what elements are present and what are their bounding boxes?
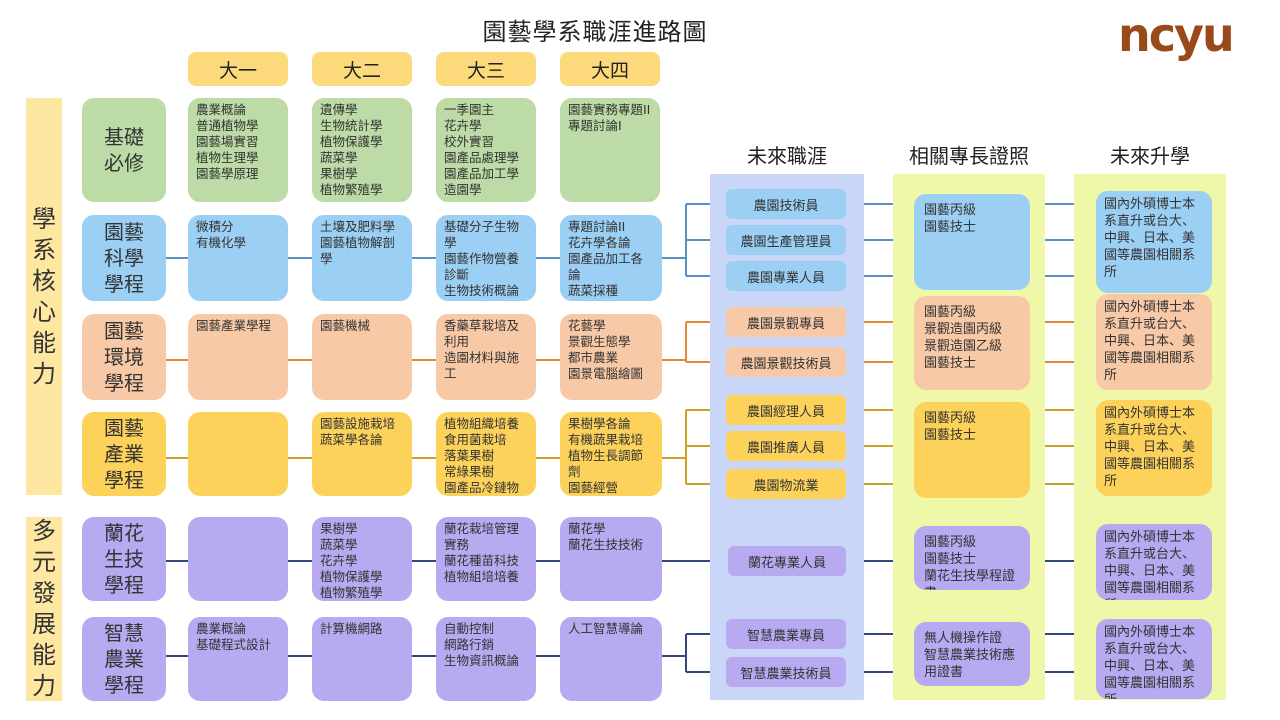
course-smart-year4: 人工智慧導論 (560, 617, 662, 701)
course-basic-year1: 農業概論 普通植物學 園藝場實習 植物生理學 園藝學原理 (188, 98, 288, 202)
study-industry: 國內外碩博士本系直升或台大、中興、日本、美國等農園相關系所 (1096, 400, 1212, 496)
program-industry: 園藝產業學程 (82, 412, 166, 496)
sidebar-core-label: 學系核心能力 (32, 204, 56, 388)
study-smart: 國內外碩博士本系直升或台大、中興、日本、美國等農園相關系所 (1096, 619, 1212, 699)
career-orchid-1: 蘭花專業人員 (728, 546, 846, 576)
program-industry-label: 園藝產業學程 (104, 416, 144, 492)
career-science-1: 農園技術員 (726, 189, 846, 219)
career-industry-1: 農園經理人員 (726, 395, 846, 425)
course-orchid-year3: 蘭花栽培管理實務 蘭花種苗科技 植物組培培養 (436, 517, 536, 601)
program-science: 園藝科學學程 (82, 215, 166, 301)
career-smart-2: 智慧農業技術員 (726, 657, 846, 687)
course-basic-year3: 一季園主 花卉學 校外實習 園產品處理學 園產品加工學 造園學 (436, 98, 536, 202)
course-environment-year3: 香藥草栽培及利用 造園材料與施工 (436, 314, 536, 400)
sidebar-core: 學系核心能力 (26, 98, 62, 495)
course-industry-year4: 果樹學各論 有機蔬果栽培 植物生長調節劑 園藝經營 (560, 412, 662, 496)
course-science-year4: 專題討論II 花卉學各論 園產品加工各論 蔬菜採種 (560, 215, 662, 301)
course-science-year3: 基礎分子生物學 園藝作物營養診斷 生物技術概論 (436, 215, 536, 301)
course-environment-year4: 花藝學 景觀生態學 都市農業 園景電腦繪圖 (560, 314, 662, 400)
cert-orchid: 園藝丙級 園藝技士 蘭花生技學程證書 (914, 526, 1030, 590)
course-basic-year4: 園藝實務專題II 專題討論I (560, 98, 660, 202)
course-industry-year3: 植物組織培養 食用菌栽培 落葉果樹 常綠果樹 園產品冷鏈物流概論 (436, 412, 536, 496)
course-environment-year2: 園藝機械 (312, 314, 412, 400)
career-environment-1: 農園景觀專員 (726, 307, 846, 337)
course-orchid-year2: 果樹學 蔬菜學 花卉學 植物保護學 植物繁殖學 (312, 517, 412, 601)
study-orchid: 國內外碩博士本系直升或台大、中興、日本、美國等農園相關系所 (1096, 524, 1212, 600)
course-environment-year1: 園藝產業學程 (188, 314, 288, 400)
course-basic-year2: 遺傳學 生物統計學 植物保護學 蔬菜學 果樹學 植物繁殖學 (312, 98, 412, 202)
header-study: 未來升學 (1110, 144, 1190, 168)
program-orchid-label: 蘭花生技學程 (104, 521, 144, 597)
course-smart-year2: 計算機網路 (312, 617, 412, 701)
ncyu-logo: ncyu (1118, 8, 1235, 62)
course-smart-year1: 農業概論 基礎程式設計 (188, 617, 288, 701)
career-science-2: 農園生產管理員 (726, 225, 846, 255)
course-science-year2: 土壤及肥料學 園藝植物解剖學 (312, 215, 412, 301)
course-industry-year1 (188, 412, 288, 496)
year-header-1: 大一 (188, 52, 288, 86)
program-basic-label: 基礎必修 (104, 125, 144, 175)
sidebar-diverse: 多元發展能力 (26, 517, 62, 701)
career-science-3: 農園專業人員 (726, 261, 846, 291)
page-title: 園藝學系職涯進路圖 (482, 18, 708, 46)
program-science-label: 園藝科學學程 (104, 220, 144, 296)
program-smart: 智慧農業學程 (82, 617, 166, 701)
study-environment: 國內外碩博士本系直升或台大、中興、日本、美國等農園相關系所 (1096, 294, 1212, 390)
program-orchid: 蘭花生技學程 (82, 517, 166, 601)
year-header-2: 大二 (312, 52, 412, 86)
career-smart-1: 智慧農業專員 (726, 619, 846, 649)
course-smart-year3: 自動控制 網路行銷 生物資訊概論 (436, 617, 536, 701)
year-header-4: 大四 (560, 52, 660, 86)
program-environment-label: 園藝環境學程 (104, 319, 144, 395)
course-orchid-year1 (188, 517, 288, 601)
program-environment: 園藝環境學程 (82, 314, 166, 400)
cert-environment: 園藝丙級 景觀造園丙級 景觀造園乙級 園藝技士 (914, 296, 1030, 390)
year-header-3: 大三 (436, 52, 536, 86)
career-industry-2: 農園推廣人員 (726, 431, 846, 461)
career-environment-2: 農園景觀技術員 (726, 347, 846, 377)
cert-smart: 無人機操作證 智慧農業技術應用證書 (914, 622, 1030, 686)
program-smart-label: 智慧農業學程 (104, 621, 144, 697)
cert-science: 園藝丙級 園藝技士 (914, 194, 1030, 290)
study-science: 國內外碩博士本系直升或台大、中興、日本、美國等農園相關系所 (1096, 191, 1212, 293)
cert-industry: 園藝丙級 園藝技士 (914, 402, 1030, 498)
course-industry-year2: 園藝設施栽培 蔬菜學各論 (312, 412, 412, 496)
career-industry-3: 農園物流業 (726, 469, 846, 499)
header-cert: 相關專長證照 (909, 144, 1029, 168)
header-career: 未來職涯 (747, 144, 827, 168)
course-orchid-year4: 蘭花學 蘭花生技技術 (560, 517, 662, 601)
sidebar-diverse-label: 多元發展能力 (32, 517, 56, 700)
program-basic: 基礎必修 (82, 98, 166, 202)
course-science-year1: 微積分 有機化學 (188, 215, 288, 301)
